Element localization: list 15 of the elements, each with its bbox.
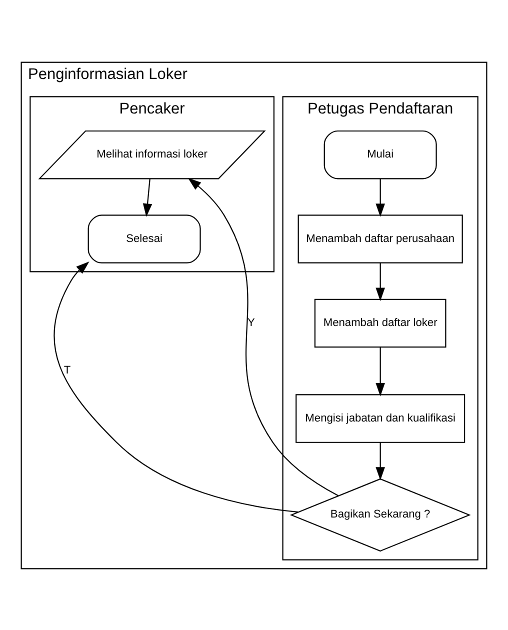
node-box: Mulai — [324, 130, 437, 179]
arrow — [142, 178, 152, 216]
arrow — [376, 346, 385, 396]
node-box: Mengisi jabatan dan kualifikasi — [296, 394, 466, 442]
node-box: Menambah daftar perusahaan — [298, 214, 463, 263]
arrow — [188, 177, 338, 496]
edge-label: T — [64, 364, 71, 376]
edge-label: Y — [248, 316, 255, 329]
arrow — [376, 178, 385, 216]
arrow — [54, 260, 298, 512]
arrow — [376, 442, 385, 480]
arrow — [376, 262, 385, 301]
node-diamond: Bagikan Sekarang ? — [290, 478, 471, 552]
node-box: Selesai — [88, 214, 201, 263]
node-box: Menambah daftar loker — [314, 298, 446, 348]
